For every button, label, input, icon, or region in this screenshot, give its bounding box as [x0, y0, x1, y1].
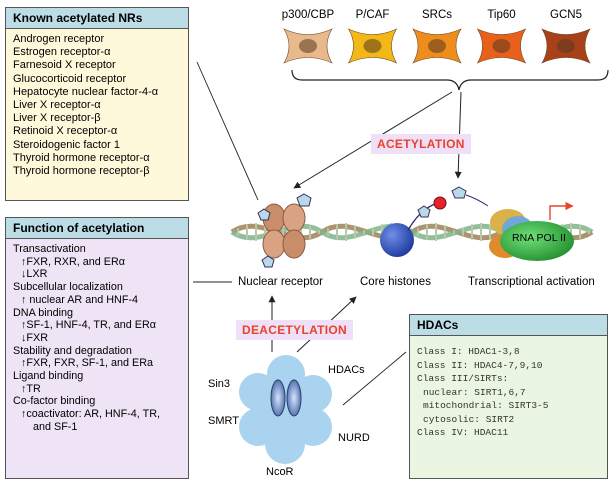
hdac-class-line: Class I: HDAC1-3,8 — [417, 346, 520, 357]
hdac-class-line: Class IV: HDAC11 — [417, 427, 509, 438]
function-category: Subcellular localization — [13, 281, 123, 294]
hat-enzyme-core — [492, 39, 511, 53]
hat-label: GCN5 — [550, 9, 582, 21]
nr-list-item: Thyroid hormone receptor-α — [13, 151, 150, 164]
function-category: Co-factor binding — [13, 395, 96, 408]
hat-label: SRCs — [421, 9, 453, 21]
nuclear-receptor-graphic — [257, 193, 312, 268]
hat-enzyme-core — [363, 39, 382, 53]
nr-list-item: Retinoid X receptor-α — [13, 125, 118, 138]
known-acetylated-nrs-title: Known acetylated NRs — [6, 8, 188, 29]
hdac-complex-graphic — [239, 355, 332, 464]
hat-enzyme-row — [283, 28, 591, 64]
function-detail: ↓LXR — [21, 268, 48, 281]
nr-list-item: Farnesoid X receptor — [13, 59, 116, 72]
hat-label: P/CAF — [355, 9, 390, 21]
function-detail: ↑TR — [21, 382, 41, 395]
ncor-label: NcoR — [266, 466, 294, 478]
nr-list-item: Glucocorticoid receptor — [13, 72, 127, 85]
hdac-class-line: mitochondrial: SIRT3-5 — [423, 400, 549, 411]
hdacs-box-title: HDACs — [410, 315, 607, 336]
nr-list-item: Hepatocyte nuclear factor-4-α — [13, 85, 159, 98]
function-of-acetylation-title: Function of acetylation — [6, 218, 188, 239]
deacetylation-label: DEACETYLATION — [236, 320, 354, 340]
sin3-label: Sin3 — [208, 378, 231, 390]
nr-list-item: Liver X receptor-α — [13, 99, 101, 112]
hdacs-complex-label: HDACs — [328, 364, 365, 376]
function-detail: ↑FXR, RXR, and ERα — [21, 255, 126, 268]
hdac-class-line: Class III/SIRTs: — [417, 373, 509, 384]
nr-list-item: Liver X receptor-β — [13, 112, 101, 125]
function-detail: ↑ nuclear AR and HNF-4 — [21, 293, 139, 306]
core-histones-label: Core histones — [360, 276, 431, 288]
nurd-label: NURD — [338, 432, 370, 444]
nr-list-item: Steroidogenic factor 1 — [13, 138, 121, 151]
nr-list-item: Thyroid hormone receptor-β — [13, 165, 150, 178]
core-histone-graphic — [380, 186, 489, 257]
connector-hdacs-box — [342, 351, 407, 406]
hdac-class-line: Class II: HDAC4-7,9,10 — [417, 359, 543, 371]
hdac-class-line: nuclear: SIRT1,6,7 — [423, 386, 526, 398]
function-category: Ligand binding — [13, 370, 84, 383]
hat-enzyme-core — [557, 39, 575, 53]
nr-list-item: Androgen receptor — [13, 33, 105, 45]
function-category: Stability and degradation — [13, 344, 132, 357]
hdac-class-line: cytosolic: SIRT2 — [423, 413, 515, 425]
hat-label: Tip60 — [487, 9, 516, 21]
smrt-label: SMRT — [208, 415, 239, 427]
acetylation-label: ACETYLATION — [371, 134, 471, 154]
function-detail: ↑coactivator: AR, HNF-4, TR, — [21, 408, 160, 421]
function-detail: and SF-1 — [33, 420, 78, 433]
function-detail: ↑SF-1, HNF-4, TR, and ERα — [21, 319, 157, 332]
function-of-acetylation-box: Function of acetylation Transactivation↑… — [5, 217, 189, 479]
hat-label: p300/CBP — [281, 9, 335, 21]
connector-nrs-box — [196, 61, 259, 201]
function-detail: ↑FXR, FXR, SF-1, and ERa — [21, 357, 153, 370]
function-detail: ↓FXR — [21, 331, 48, 344]
transcriptional-activation-label: Transcriptional activation — [468, 276, 595, 288]
function-category: Transactivation — [13, 243, 86, 255]
hat-bracket — [291, 69, 609, 91]
hat-enzyme-core — [428, 39, 446, 53]
nr-list-item: Estrogen receptor-α — [13, 46, 111, 59]
rna-polymerase-graphic — [489, 201, 574, 261]
nuclear-receptor-label: Nuclear receptor — [238, 276, 324, 288]
hat-enzyme-core — [299, 39, 317, 53]
function-category: DNA binding — [13, 306, 74, 319]
rna-pol-label: RNA POL II — [512, 232, 566, 244]
